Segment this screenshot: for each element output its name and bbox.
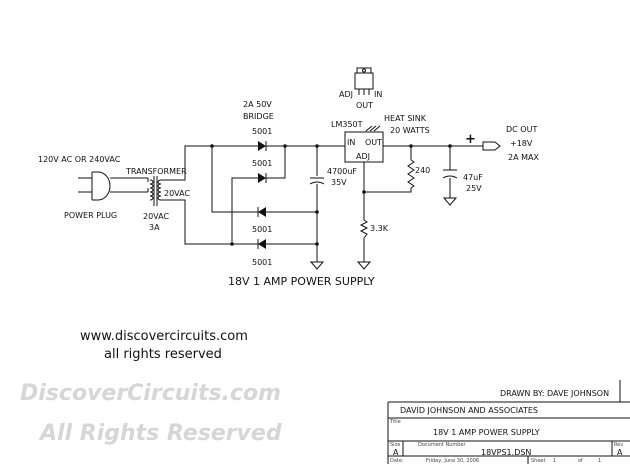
drawn-by: DRAWN BY: DAVE JOHNSON: [500, 389, 609, 398]
diode-d1-label: 5001: [252, 127, 272, 136]
website: www.discovercircuits.com: [80, 329, 248, 344]
regulator-package-icon: [354, 67, 374, 95]
date: Friday, June 30, 2006: [426, 458, 479, 464]
transformer-icon: [147, 145, 262, 245]
sheet: 1: [553, 458, 556, 464]
cap1-value: 4700uF: [327, 167, 357, 176]
out-label-1: DC OUT: [506, 125, 537, 134]
transformer-label: TRANSFORMER: [125, 167, 187, 176]
ground-icon: [309, 261, 325, 270]
regulator-label: LM350T: [331, 120, 363, 129]
pkg-adj: ADJ: [339, 90, 353, 99]
diode-d3-icon: [257, 207, 266, 217]
rev: A: [617, 448, 623, 457]
heatsink-label-1: HEAT SINK: [384, 114, 427, 123]
r1-label: 240: [415, 166, 430, 175]
resistor-r2-icon: [359, 219, 369, 239]
diode-d1-icon: [258, 141, 267, 151]
size: A: [393, 448, 399, 457]
heat-sink-icon: [365, 125, 381, 132]
heatsink-label-2: 20 WATTS: [390, 126, 430, 135]
title: 18V 1 AMP POWER SUPPLY: [433, 428, 540, 437]
pkg-in: IN: [374, 90, 382, 99]
capacitor-c1-icon: [309, 176, 325, 185]
secondary-rating-1: 20VAC: [143, 212, 169, 221]
rev-label: Rev: [614, 442, 623, 448]
plug-label: POWER PLUG: [64, 211, 117, 220]
reg-adj-pin: ADJ: [356, 152, 370, 161]
pkg-out: OUT: [356, 101, 373, 110]
resistor-r1-icon: [407, 159, 415, 189]
sheet-label: Sheet: [531, 458, 545, 464]
out-label-3: 2A MAX: [508, 153, 539, 162]
title-label: Title: [389, 419, 401, 425]
watermark-line-2: All Rights Reserved: [38, 421, 282, 446]
doc-label: Document Number: [418, 442, 467, 448]
diode-d3-label: 5001: [252, 225, 272, 234]
of-label: of: [578, 458, 583, 464]
cap2-value: 47uF: [463, 173, 483, 182]
plus-sign: +: [465, 132, 476, 147]
company: DAVID JOHNSON AND ASSOCIATES: [400, 406, 538, 415]
output-wiring: [362, 144, 483, 262]
diode-d2-label: 5001: [252, 159, 272, 168]
of-total: 1: [598, 458, 601, 464]
reg-in-pin: IN: [347, 138, 355, 147]
capacitor-c2-icon: [442, 169, 458, 179]
diode-d2-icon: [258, 173, 267, 183]
watermark-line-1: DiscoverCircuits.com: [20, 381, 281, 406]
bridge-label-2: BRIDGE: [243, 112, 274, 121]
r2-label: 3.3K: [370, 224, 389, 233]
doc-number: 18VPS1.DSN: [481, 448, 531, 457]
watermark: DiscoverCircuits.com All Rights Reserved: [20, 381, 282, 446]
ground-icon: [442, 197, 458, 206]
size-label: Size: [390, 442, 400, 448]
diode-d4-label: 5001: [252, 258, 272, 267]
bridge-label-1: 2A 50V: [243, 100, 272, 109]
diode-d4-icon: [257, 239, 266, 249]
reg-out-pin: OUT: [365, 138, 382, 147]
cap1-voltage: 35V: [331, 178, 347, 187]
caption: 18V 1 AMP POWER SUPPLY: [228, 275, 375, 288]
power-plug-icon: [78, 171, 148, 201]
secondary-rating-2: 3A: [149, 223, 160, 232]
secondary-label: 20VAC: [164, 189, 190, 198]
title-block: DAVID JOHNSON AND ASSOCIATES Title 18V 1…: [387, 380, 630, 464]
cap2-voltage: 25V: [466, 184, 482, 193]
out-label-2: +18V: [510, 139, 533, 148]
ground-icon: [356, 261, 372, 270]
bridge-wiring: [210, 144, 345, 262]
date-label: Date:: [390, 458, 404, 464]
output-connector-icon: [482, 141, 501, 151]
source-label: 120V AC OR 240VAC: [38, 155, 121, 164]
rights: all rights reserved: [104, 347, 222, 362]
